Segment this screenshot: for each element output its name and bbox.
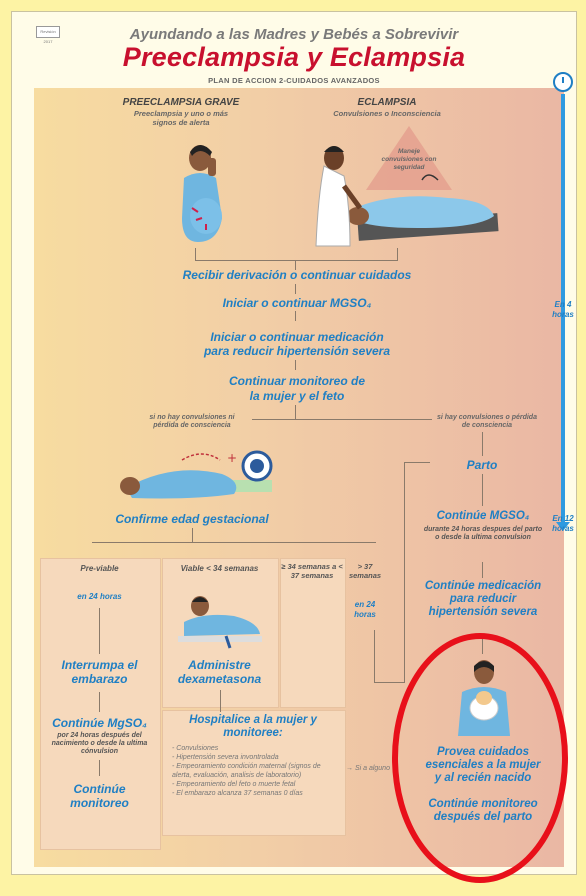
header-subtitle: Ayundando a las Madres y Bebés a Sobrevi… (12, 26, 576, 43)
panel-range34-37 (280, 558, 346, 708)
merge-line-h (195, 260, 398, 261)
clock-icon (553, 72, 573, 92)
continue-mgso4-right-sub: durante 24 horas despues del parto o des… (422, 526, 544, 542)
give-dexamethasone: Administre dexametasona (164, 658, 275, 686)
ga-branch-h (92, 542, 376, 543)
main-line-5 (295, 405, 296, 419)
join-to-parto (404, 462, 430, 463)
left-column-title: PREECLAMPSIA GRAVE (116, 97, 246, 108)
continue-mgso4-left-sub: por 24 horas después del nacimiento o de… (46, 732, 153, 756)
right-branch-line (482, 432, 483, 456)
injection-illustration (174, 592, 266, 650)
step-monitor-1: Continuar monitoreo de (162, 374, 432, 388)
gt37-join (374, 682, 404, 683)
branch-line-h (252, 419, 432, 420)
continue-mgso4-right: Continúe MGSO₄ (422, 510, 544, 522)
continue-mgso4-left: Continúe MgSO₄ (42, 716, 157, 730)
poster: Revisión 2017 Ayundando a las Madres y B… (11, 11, 577, 875)
step-receive-referral: Recibir derivación o continuar cuidados (142, 268, 452, 282)
parto-line (482, 474, 483, 506)
hospitalize-title: Hospitalice a la mujer y monitoree: (172, 714, 334, 740)
main-line-3 (295, 311, 296, 321)
dexa-line (220, 690, 221, 712)
page-title: Preeclampsia y Eclampsia (12, 42, 576, 73)
hospitalize-list: - Convulsiones - Hipertensión severa inv… (172, 744, 340, 798)
interrupt-line (99, 692, 100, 712)
hosp-item: - Hipertensión severa invontrolada (172, 753, 340, 762)
main-line-2 (295, 284, 296, 294)
hosp-item: - El embarazo alcanza 37 semanas 0 días (172, 789, 340, 798)
label-viable34: Viable < 34 semanas (162, 564, 277, 573)
label-gt37: > 37 semanas (348, 562, 382, 580)
previable-line (99, 608, 100, 654)
confirm-gestational-age: Confirme edad gestacional (92, 512, 292, 526)
label-range34-37: ≥ 34 semanas a < 37 semanas (280, 562, 344, 580)
continue-monitoring-left: Continúe monitoreo (52, 782, 147, 810)
svg-text:+: + (227, 451, 237, 465)
label-previable: Pre-viable (40, 564, 159, 573)
step-mgso4: Iniciar o continuar MGSO₄ (162, 296, 432, 310)
ga-line (192, 528, 193, 542)
main-line-4 (295, 360, 296, 370)
interrupt-pregnancy: Interrumpa el embarazo (42, 658, 157, 686)
label-in24h: en 24 horas (40, 592, 159, 601)
step-delivery: Parto (432, 458, 532, 472)
step-monitor-2: la mujer y el feto (162, 389, 432, 403)
step-medication-1: Iniciar o continuar medicación (162, 330, 432, 344)
timeline-4h: En 4 horas (546, 300, 580, 320)
branch-no-convulsions: si no hay convulsiones ni pérdida de con… (137, 414, 247, 430)
eclampsia-scene-illustration (298, 136, 508, 256)
step-medication-2: para reducir hipertensión severa (162, 344, 432, 358)
hosp-item: - Empeoramiento del feto o muerte fetal (172, 780, 340, 789)
join-up-line (404, 462, 405, 683)
hosp-item: - Convulsiones (172, 744, 340, 753)
label-in24h-b: en 24 horas (344, 600, 386, 620)
timeline-12h: En 12 horas (546, 514, 580, 534)
merge-line-right (397, 248, 398, 260)
gt37-line (374, 630, 375, 682)
mgso4-line (99, 760, 100, 776)
right-column-title: ECLAMPSIA (337, 97, 437, 108)
branch-with-convulsions: si hay convulsiones o pérdida de conscie… (432, 414, 542, 430)
right-column-subtitle: Convulsiones o Inconsciencia (322, 109, 452, 118)
continue-medication-right: Continúe medicación para reducir hiperte… (417, 580, 549, 619)
pregnant-woman-illustration (172, 138, 232, 248)
left-column-subtitle: Preeclampsia y uno o más signos de alert… (132, 109, 230, 127)
plan-label: PLAN DE ACCION 2-CUIDADOS AVANZADOS (12, 76, 576, 85)
mg-right-line (482, 562, 483, 578)
abdomen-exam-illustration: + (112, 442, 282, 510)
highlight-ellipse (392, 633, 568, 883)
merge-line-left (195, 248, 196, 260)
hosp-item: - Empeoramiento condición maternal (sign… (172, 762, 340, 780)
